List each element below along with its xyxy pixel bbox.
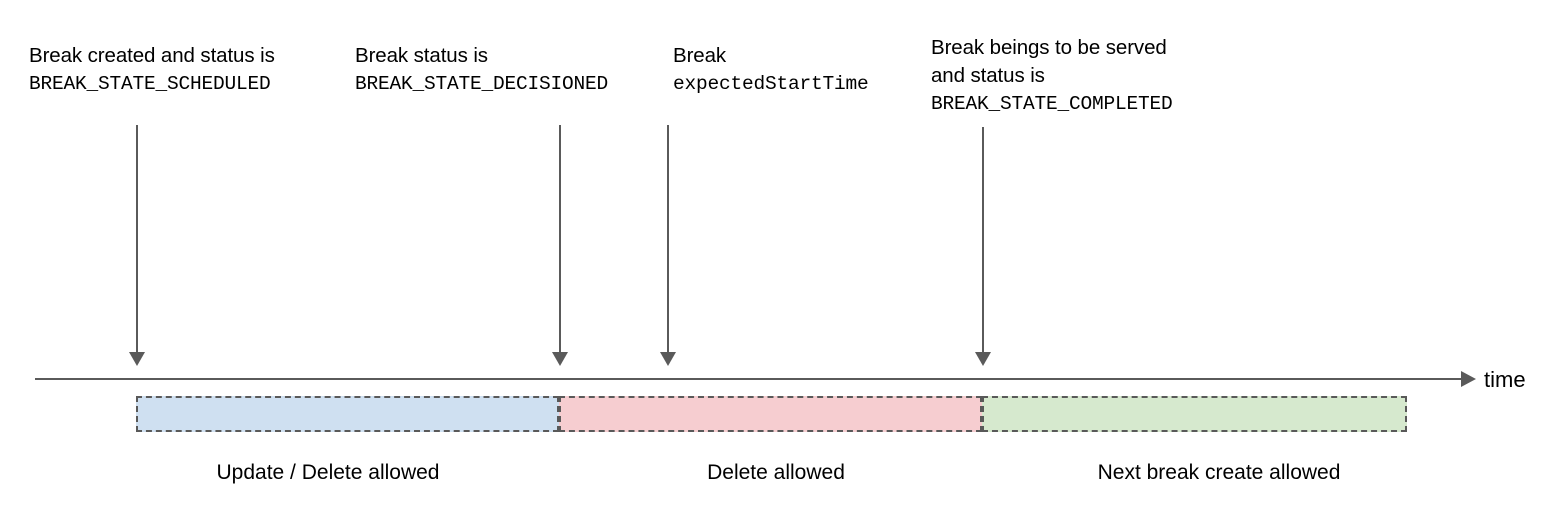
annotation-line: Break (673, 44, 727, 67)
phase-bar-delete (559, 396, 982, 432)
pointer-arrow-completed-head (975, 352, 991, 366)
time-axis-label: time (1484, 367, 1526, 392)
pointer-arrow-decisioned-line (559, 125, 561, 353)
annotation-line: and status is (931, 64, 1045, 87)
annotation-line-state: BREAK_STATE_SCHEDULED (29, 73, 271, 95)
annotation-line: Break created and status is (29, 44, 275, 67)
pointer-arrow-expected-start-time-head (660, 352, 676, 366)
phase-caption-next-break-create: Next break create allowed (1097, 461, 1341, 484)
pointer-arrow-scheduled-line (136, 125, 138, 353)
phase-caption-delete: Delete allowed (707, 461, 845, 484)
pointer-arrow-decisioned-head (552, 352, 568, 366)
phase-bar-update-delete (136, 396, 559, 432)
time-axis-line (35, 378, 1468, 380)
annotation-expected-start-time: Break expectedStartTime (673, 42, 869, 98)
pointer-arrow-expected-start-time-line (667, 125, 669, 353)
annotation-scheduled: Break created and status is BREAK_STATE_… (29, 42, 275, 98)
annotation-line-state: BREAK_STATE_DECISIONED (355, 73, 609, 95)
phase-caption-update-delete: Update / Delete allowed (216, 461, 440, 484)
pointer-arrow-completed-line (982, 127, 984, 353)
annotation-line: Break status is (355, 44, 488, 67)
arrow-right-icon (1461, 371, 1476, 387)
annotation-decisioned: Break status is BREAK_STATE_DECISIONED (355, 42, 608, 98)
phase-bar-next-break-create (982, 396, 1407, 432)
annotation-line-state: BREAK_STATE_COMPLETED (931, 93, 1173, 115)
annotation-completed: Break beings to be served and status is … (931, 34, 1173, 118)
pointer-arrow-scheduled-head (129, 352, 145, 366)
annotation-line: Break beings to be served (931, 36, 1167, 59)
annotation-line-field: expectedStartTime (673, 73, 869, 95)
